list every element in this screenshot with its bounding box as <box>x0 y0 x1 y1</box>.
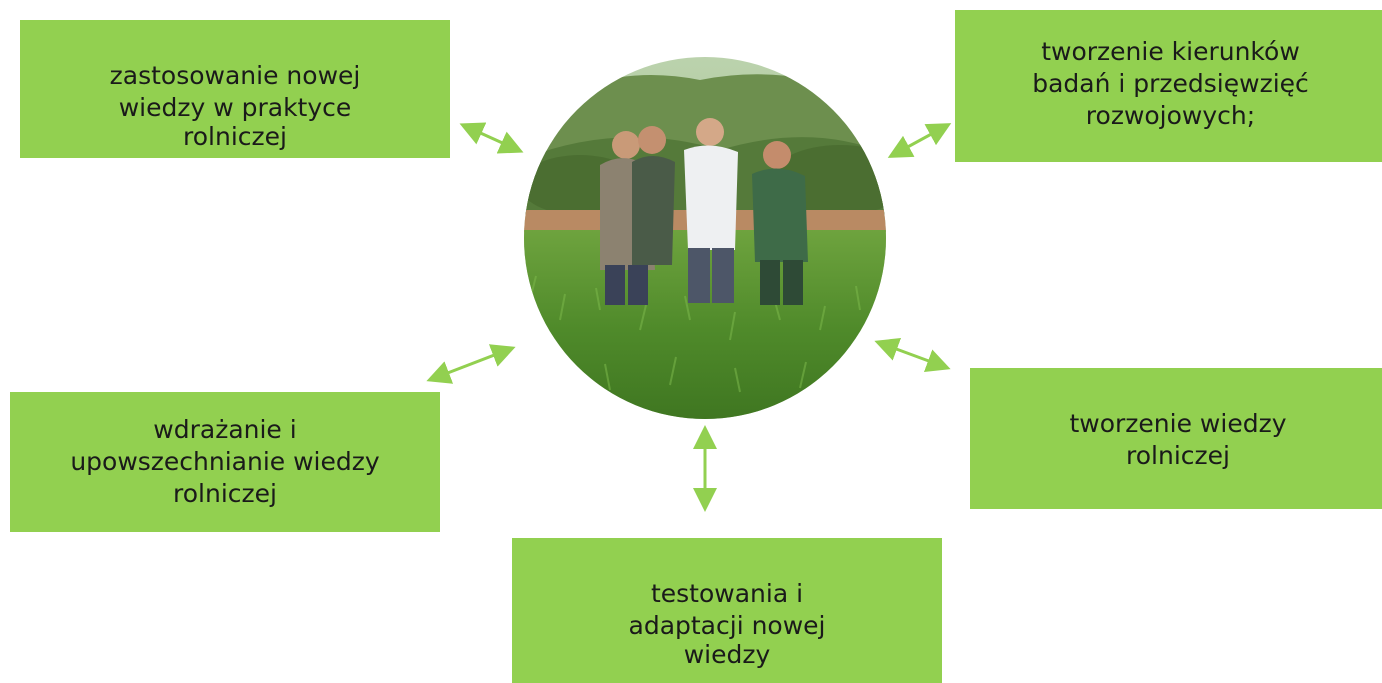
box-line: rozwojowych; <box>1085 101 1256 130</box>
box-line: wdrażanie i <box>153 415 297 444</box>
box-testing-adaptation: testowania i adaptacji nowej wiedzy <box>512 538 942 683</box>
box-line: tworzenie kierunków <box>1041 37 1300 66</box>
box-research-directions: tworzenie kierunków badań i przedsięwzię… <box>955 10 1382 162</box>
box-line: badań i przedsięwzięć <box>1032 69 1309 98</box>
box-line: adaptacji nowej <box>628 611 826 640</box>
box-line: rolniczej <box>173 479 277 508</box>
box-line: tworzenie wiedzy <box>1069 409 1287 438</box>
box-line: upowszechnianie wiedzy <box>70 447 380 476</box>
box-knowledge-application: zastosowanie nowej wiedzy w praktyce rol… <box>20 20 450 158</box>
box-line: rolniczej <box>183 122 287 151</box>
box-line: testowania i <box>650 579 804 608</box>
box-knowledge-creation: tworzenie wiedzy rolniczej <box>970 368 1382 509</box>
box-line: rolniczej <box>1126 441 1230 470</box>
box-line: wiedzy <box>683 640 771 669</box>
box-line: wiedzy w praktyce <box>118 93 352 122</box>
box-line: zastosowanie nowej <box>109 61 361 90</box>
box-knowledge-dissemination: wdrażanie i upowszechnianie wiedzy rolni… <box>10 392 440 532</box>
